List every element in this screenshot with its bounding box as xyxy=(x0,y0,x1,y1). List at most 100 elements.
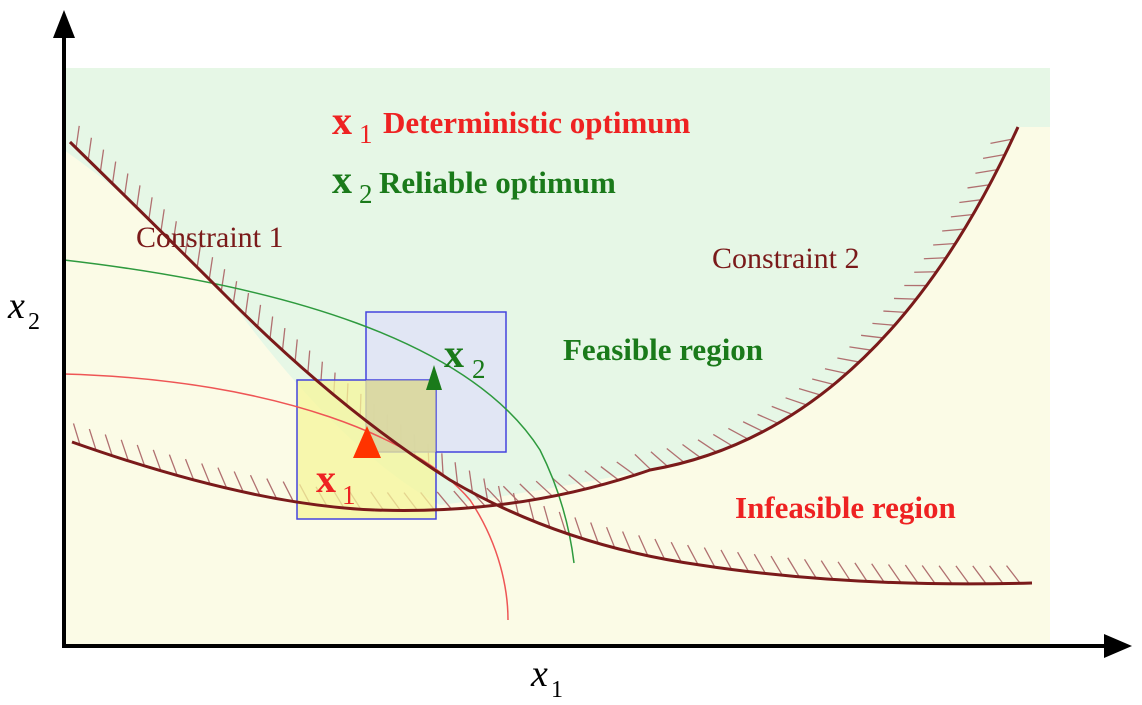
legend-x2-text: Reliable optimum xyxy=(379,165,616,200)
legend-x2-subscript: 2 xyxy=(359,179,373,209)
hatch-mark xyxy=(72,423,81,446)
hatch-mark xyxy=(294,339,298,362)
hatch-mark xyxy=(266,478,278,499)
hatch-mark xyxy=(527,499,535,522)
hatch-mark xyxy=(854,562,868,582)
legend-x2-symbol: x xyxy=(332,157,352,202)
hatch-mark xyxy=(770,555,783,576)
hatch-mark xyxy=(982,153,1006,160)
hatch-mark xyxy=(483,478,489,501)
hatch-mark xyxy=(590,522,600,544)
hatch-mark xyxy=(955,565,970,585)
constraint-1-label: Constraint 1 xyxy=(136,221,284,254)
hatch-mark xyxy=(120,439,130,462)
hatch-mark xyxy=(282,481,294,502)
hatch-mark xyxy=(933,242,956,246)
hatch-mark xyxy=(99,149,105,172)
hatch-mark xyxy=(803,558,817,579)
hatch-mark xyxy=(605,526,616,549)
hatch-mark xyxy=(136,185,141,208)
hatch-mark xyxy=(972,565,987,585)
x1-marker xyxy=(353,426,381,458)
hatch-mark xyxy=(453,490,469,509)
hatch-mark xyxy=(574,517,583,539)
hatch-mark xyxy=(720,549,733,570)
hatch-mark xyxy=(849,346,872,351)
y-axis-label-symbol: x xyxy=(7,285,25,327)
hatch-mark xyxy=(281,327,286,351)
hatch-mark xyxy=(201,463,211,485)
hatch-mark xyxy=(650,451,669,467)
hatch-mark xyxy=(600,466,619,481)
point-x2-subscript: 2 xyxy=(472,354,486,384)
hatch-mark xyxy=(519,483,537,500)
boxes-overlap xyxy=(366,380,436,452)
hatch-mark xyxy=(441,453,444,476)
hatch-mark xyxy=(123,173,129,196)
x-axis-arrowhead xyxy=(1104,634,1132,658)
hatch-mark xyxy=(468,470,474,493)
hatch-mark xyxy=(172,221,177,244)
hatch-mark xyxy=(757,413,779,424)
hatch-mark xyxy=(502,485,520,503)
hatch-mark xyxy=(87,137,93,160)
hatch-mark xyxy=(687,544,699,566)
hatch-mark xyxy=(436,491,452,510)
hatch-mark xyxy=(785,397,807,406)
legend-x1-subscript: 1 xyxy=(359,119,373,149)
point-x2-symbol: x xyxy=(444,331,464,376)
hatch-mark xyxy=(136,444,146,467)
x-axis-label-symbol: x xyxy=(530,653,548,695)
hatch-mark xyxy=(148,197,153,220)
hatch-mark xyxy=(938,565,953,585)
hatch-mark xyxy=(871,563,885,583)
hatch-mark xyxy=(558,511,567,534)
hatch-mark xyxy=(904,564,919,584)
hatch-mark xyxy=(111,161,117,184)
constraint-2-label: Constraint 2 xyxy=(712,242,860,275)
hatch-mark xyxy=(771,405,793,416)
hatch-mark xyxy=(244,293,250,316)
hatch-mark xyxy=(967,184,990,189)
constraint-3-curve xyxy=(71,440,376,512)
point-x1-symbol: x xyxy=(316,456,336,501)
hatch-mark xyxy=(923,257,947,260)
hatch-mark xyxy=(887,564,902,584)
hatch-mark xyxy=(552,477,570,494)
hatch-mark xyxy=(638,535,649,557)
infeasible-region-label: Infeasible region xyxy=(735,490,956,525)
hatch-mark xyxy=(208,257,214,280)
hatch-mark xyxy=(820,560,834,580)
hatch-mark xyxy=(787,557,800,578)
hatch-mark xyxy=(975,169,998,174)
hatch-mark xyxy=(753,553,767,574)
hatch-mark xyxy=(1006,565,1021,584)
hatch-mark xyxy=(220,269,226,292)
hatch-mark xyxy=(307,350,311,373)
hatch-mark xyxy=(584,470,603,486)
legend-x1-symbol: x xyxy=(332,98,352,143)
hatch-mark xyxy=(682,443,701,459)
hatch-mark xyxy=(217,467,228,489)
y-axis-arrowhead xyxy=(53,10,75,38)
hatch-mark xyxy=(883,310,906,314)
hatch-mark xyxy=(990,138,1013,145)
hatch-mark xyxy=(666,447,685,463)
hatch-mark xyxy=(861,334,884,339)
hatch-mark xyxy=(921,565,936,585)
reliable-constraint-curve xyxy=(63,259,575,564)
hatch-mark xyxy=(88,428,97,451)
legend-x1-text: Deterministic optimum xyxy=(383,105,691,140)
hatch-mark xyxy=(249,474,261,496)
hatch-mark xyxy=(798,388,821,396)
hatch-mark xyxy=(568,474,587,490)
hatch-mark xyxy=(196,245,202,268)
hatch-mark xyxy=(535,480,554,497)
hatch-mark xyxy=(160,209,165,232)
hatch-mark xyxy=(269,316,274,339)
hatch-mark xyxy=(712,433,733,447)
hatch-mark xyxy=(232,281,238,304)
hatch-mark xyxy=(104,434,113,456)
hatch-mark xyxy=(621,531,632,553)
hatch-mark xyxy=(616,461,636,476)
